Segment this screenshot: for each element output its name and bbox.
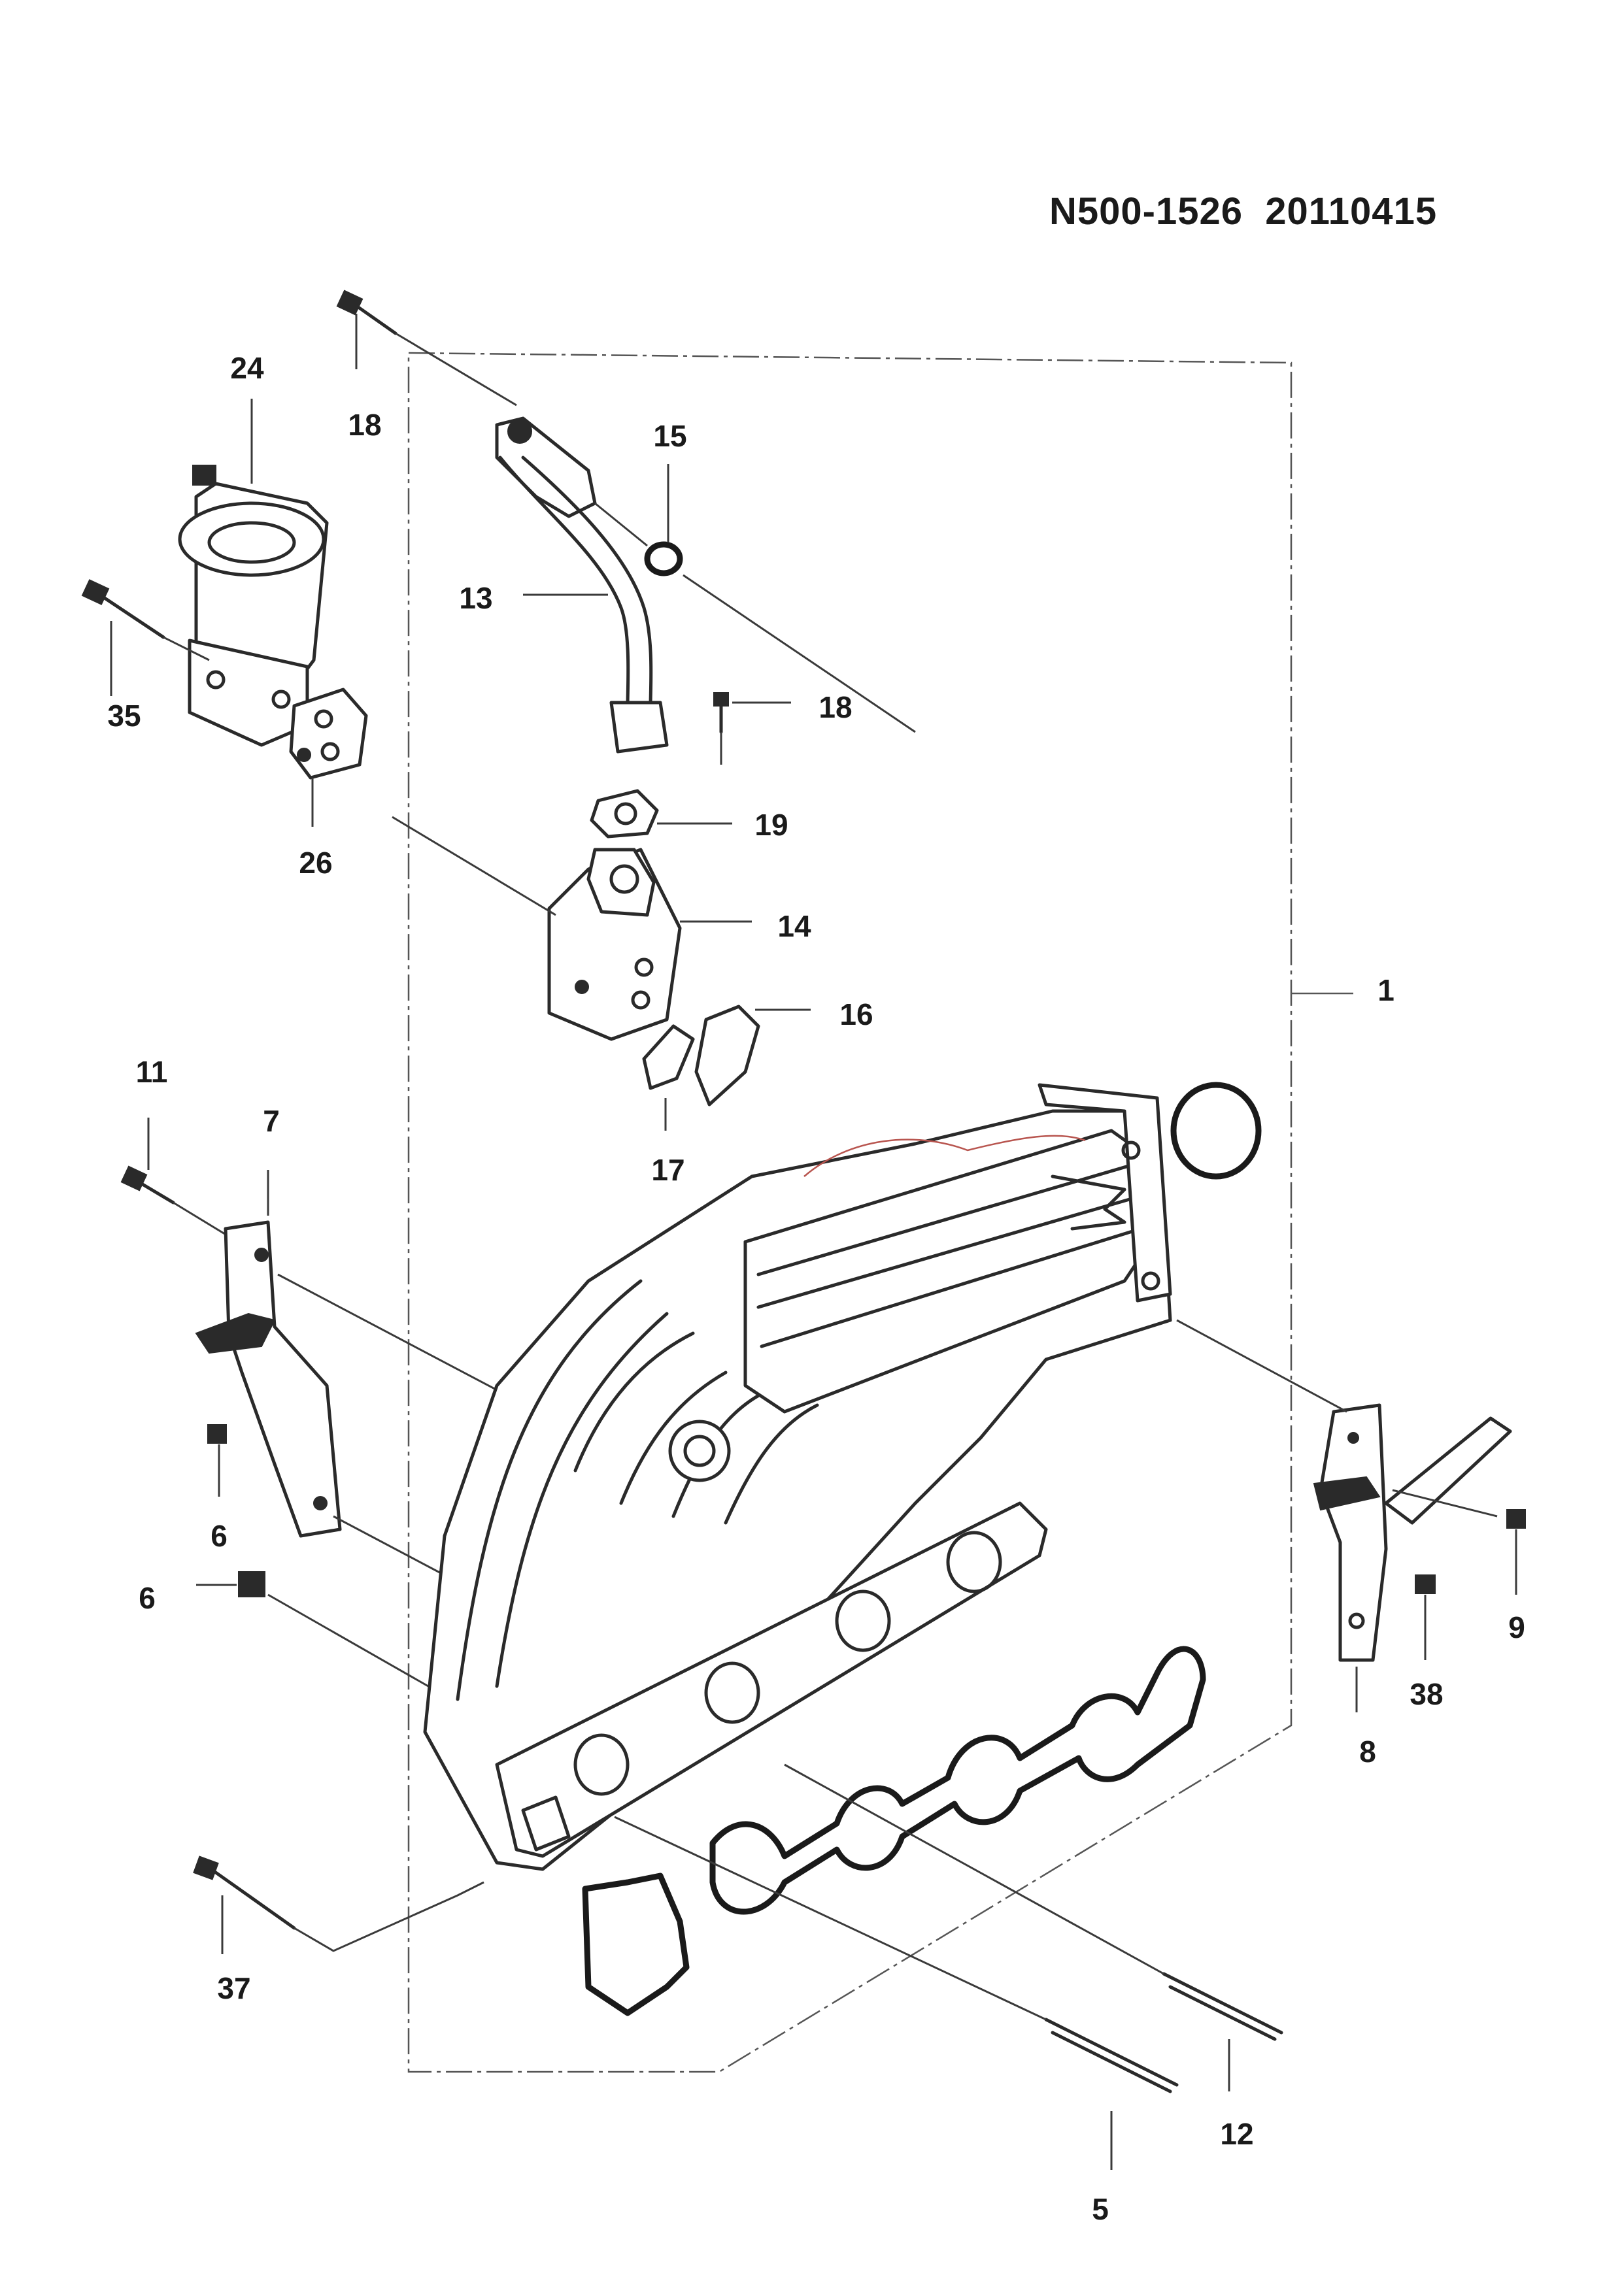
callout-1: 1 [1377,973,1394,1007]
callout-35: 35 [107,699,141,733]
callout-8: 8 [1359,1735,1376,1769]
leader-lines [110,314,811,1954]
callout-18: 18 [348,408,382,442]
part-14-valve [547,848,682,1041]
callout-38: 38 [1410,1677,1444,1711]
callout-13: 13 [459,581,493,615]
part-9-bolt [1392,1489,1526,1595]
callout-14: 14 [777,909,811,943]
part-1-intake-manifold [423,1083,1172,1871]
part-16-gasket [694,1005,760,1106]
callout-17: 17 [651,1153,685,1187]
callout-7: 7 [263,1104,280,1138]
part-18-bolt-mid [713,692,729,765]
callout-6: 6 [211,1519,228,1553]
part-26-gasket [289,688,368,780]
part-17-washer [642,1024,695,1090]
callout-11: 11 [135,1055,168,1089]
part-15-o-ring [644,541,683,576]
callout-12: 12 [1220,2117,1254,2151]
part-8-bracket [1313,1403,1512,1662]
drawing-number: N500-1526 20110415 [1049,190,1438,233]
callout-16: 16 [839,997,873,1031]
callout-24: 24 [230,351,264,385]
assembly-boundary [407,352,1293,2073]
callout-6: 6 [139,1581,156,1615]
part-37-bolt [193,1855,484,1952]
part-19-gasket [590,789,659,839]
callout-5: 5 [1092,2192,1109,2226]
part-5-stud [614,1816,1179,2170]
callout-37: 37 [217,1971,251,2005]
callout-9: 9 [1508,1610,1525,1644]
callout-18: 18 [819,690,853,724]
part-38-nut [1415,1574,1436,1660]
part-35-bolt [81,579,210,661]
part-6-nut-b [196,1571,452,1701]
part-1-o-ring [1170,1082,1262,1180]
part-6-nut-a [207,1424,227,1444]
callout-19: 19 [754,808,788,842]
callout-15: 15 [653,419,687,453]
manifold-gasket [582,1646,1206,2016]
part-18-bolt-top [336,290,517,407]
part-7-bracket [195,1220,342,1538]
part-24-housing [178,465,329,747]
part-13-pipe [495,416,669,754]
part-12-stud [784,1763,1283,2091]
callout-26: 26 [299,846,333,880]
